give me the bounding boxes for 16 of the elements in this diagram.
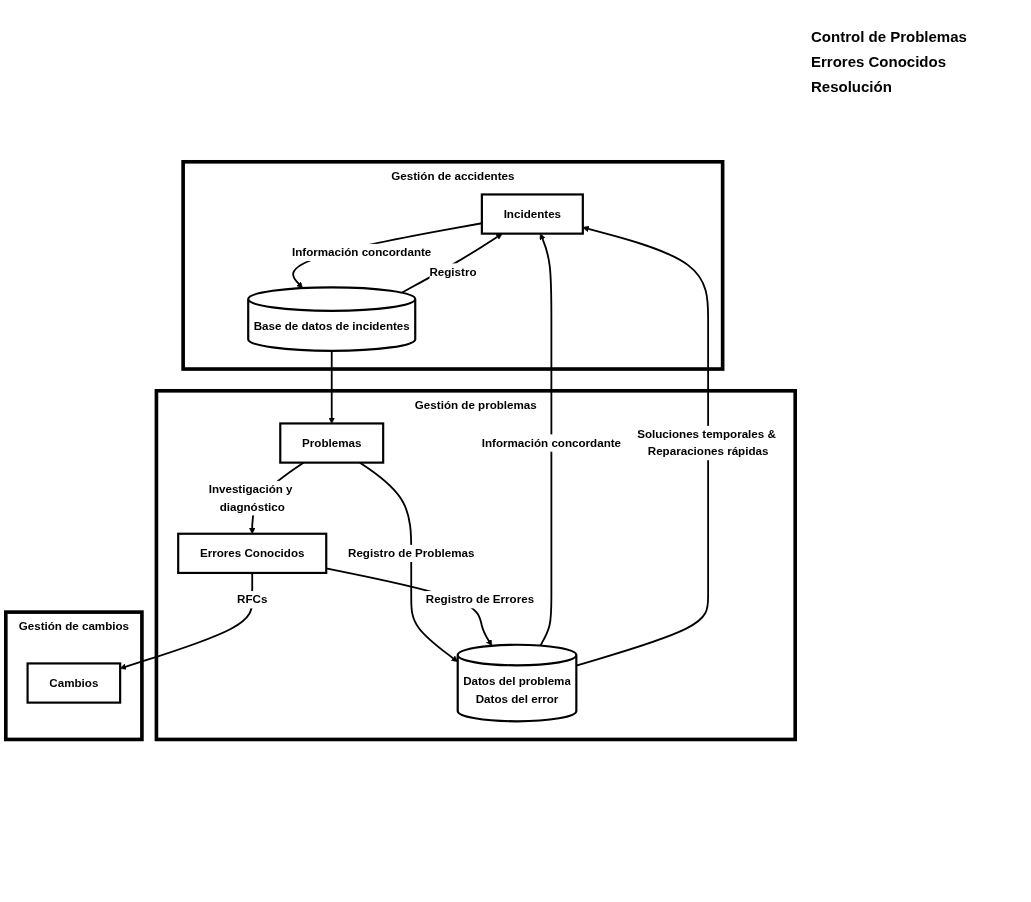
edge-label: Registro de Errores: [425, 593, 535, 606]
node-box: Cambios: [26, 662, 122, 705]
edge-label: Información concordante: [481, 436, 622, 450]
node-box: Errores Conocidos: [177, 533, 328, 575]
edge-label: Investigación y diagnóstico: [208, 483, 293, 514]
edge-label: Información concordante: [292, 246, 432, 259]
node-box: Incidentes: [480, 193, 584, 236]
node-caption: Control de Problemas: [811, 28, 968, 45]
node-box: Problemas: [279, 422, 385, 465]
edge-label: RFCs: [237, 593, 268, 606]
edge-label: Registro: [429, 265, 477, 279]
edge-label: Registro de Problemas: [348, 547, 475, 560]
node-caption: Errores Conocidos: [811, 53, 948, 70]
edge-label: Soluciones temporales & Reparaciones rápidas: [637, 428, 776, 458]
arrow: [575, 226, 710, 667]
note-label: Resolución: [811, 78, 893, 95]
